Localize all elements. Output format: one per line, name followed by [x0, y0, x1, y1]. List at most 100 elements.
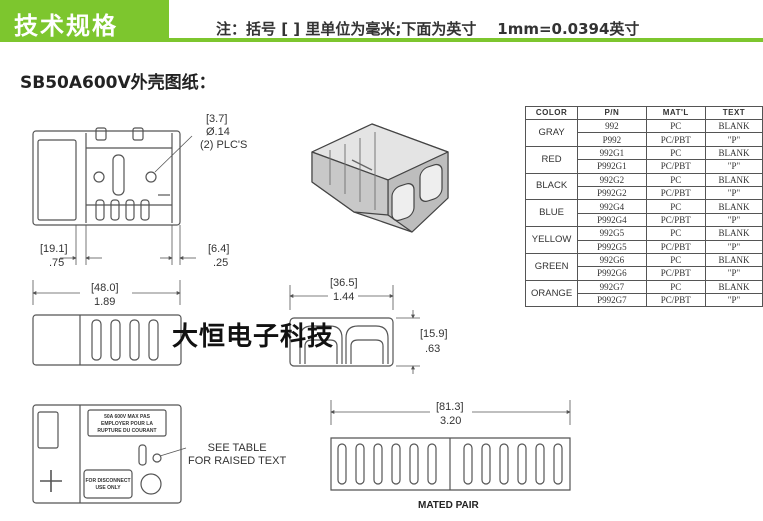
- material-cell: PC: [645, 199, 706, 214]
- housing-disconnect-1: FOR DISCONNECT: [86, 478, 131, 484]
- text-cell: "P": [704, 266, 763, 281]
- pn-cell: P992G5: [577, 239, 647, 254]
- see-table-line2: FOR RAISED TEXT: [188, 455, 287, 467]
- pn-cell: 992G2: [577, 172, 647, 187]
- top-view-drawing: [32, 127, 181, 226]
- material-cell: PC: [645, 118, 706, 134]
- page-header: 技术规格 注：括号 [ ] 里单位为毫米;下面为英寸 1mm=0.0394英寸: [0, 0, 763, 46]
- front-view-drawing: [289, 317, 394, 367]
- material-cell: PC: [645, 145, 706, 161]
- pn-cell: 992G6: [577, 252, 647, 268]
- text-cell: BLANK: [704, 279, 763, 295]
- pn-cell: P992G4: [577, 212, 647, 228]
- w2-dim-mm: [6.4]: [208, 243, 229, 255]
- length-dimension-lines: [32, 280, 181, 305]
- color-cell: BLUE: [524, 199, 579, 228]
- front-width-dimension: [289, 285, 394, 310]
- material-cell: PC: [645, 252, 706, 268]
- header-underline: [169, 38, 763, 42]
- watermark: 大恒电子科技: [172, 322, 335, 352]
- text-cell: BLANK: [704, 252, 763, 268]
- housing-text-line3: RUPTURE DU COURANT: [97, 428, 156, 434]
- hole-leader-line: [154, 135, 193, 173]
- color-cell: BLACK: [524, 172, 579, 201]
- text-cell: BLANK: [704, 199, 763, 214]
- header-tab: 技术规格: [0, 0, 169, 42]
- text-cell: BLANK: [704, 145, 763, 161]
- material-cell: PC/PBT: [645, 266, 706, 281]
- unit-note: 注：括号 [ ] 里单位为毫米;下面为英寸 1mm=0.0394英寸: [216, 20, 640, 38]
- material-cell: PC/PBT: [645, 185, 706, 201]
- front-h-dim-in: .63: [425, 343, 440, 355]
- housing-text-line2: EMPLOYER POUR LA: [101, 421, 153, 427]
- header-title: 技术规格: [14, 12, 118, 40]
- text-cell: BLANK: [704, 118, 763, 134]
- pn-cell: 992G1: [577, 145, 647, 161]
- front-w-dim-mm: [36.5]: [330, 277, 358, 289]
- mated-pair-label: MATED PAIR: [418, 500, 479, 511]
- text-cell: BLANK: [704, 172, 763, 187]
- bottom-view-drawing: [32, 404, 182, 504]
- spec-table-header: COLOR P/N MAT'L TEXT: [524, 106, 763, 120]
- text-cell: "P": [704, 159, 763, 174]
- hole-dim-mm: [3.7]: [206, 113, 227, 125]
- front-w-dim-in: 1.44: [333, 291, 354, 303]
- w1-dim-in: .75: [49, 257, 64, 269]
- w2-dim-in: .25: [213, 257, 228, 269]
- see-table-leader: [159, 447, 187, 457]
- len-dim-mm: [48.0]: [91, 282, 119, 294]
- color-cell: ORANGE: [524, 279, 579, 308]
- pn-cell: 992: [577, 118, 647, 134]
- material-cell: PC: [645, 279, 706, 295]
- pn-cell: P992G6: [577, 266, 647, 281]
- color-cell: RED: [524, 145, 579, 174]
- material-cell: PC/PBT: [645, 212, 706, 228]
- mated-dim-mm: [81.3]: [436, 401, 464, 413]
- see-table-note: SEE TABLE FOR RAISED TEXT: [188, 442, 286, 468]
- see-table-line1: SEE TABLE: [207, 442, 267, 454]
- material-cell: PC/PBT: [645, 159, 706, 174]
- color-cell: YELLOW: [524, 226, 579, 254]
- color-cell: GRAY: [524, 119, 579, 147]
- mated-dim-in: 3.20: [440, 415, 461, 427]
- col-color: COLOR: [524, 106, 579, 120]
- front-h-dim-mm: [15.9]: [420, 328, 448, 340]
- pn-cell: P992G7: [577, 293, 647, 308]
- len-dim-in: 1.89: [94, 296, 115, 308]
- w1-dimension-lines: [60, 225, 102, 265]
- pn-cell: P992: [577, 132, 647, 147]
- front-height-dimension: [396, 310, 420, 374]
- col-text: TEXT: [704, 106, 763, 120]
- drawing-subtitle: SB50A600V外壳图纸：: [20, 73, 216, 93]
- isometric-connector-drawing: [311, 123, 449, 233]
- pn-cell: 992G7: [577, 279, 647, 295]
- hole-count: (2) PLC'S: [200, 139, 247, 151]
- text-cell: BLANK: [704, 226, 763, 241]
- w1-dim-mm: [19.1]: [40, 243, 68, 255]
- material-cell: PC: [645, 172, 706, 187]
- mated-dimension-lines: [330, 400, 571, 425]
- text-cell: "P": [704, 185, 763, 201]
- text-cell: "P": [704, 293, 763, 308]
- pn-cell: 992G4: [577, 199, 647, 214]
- col-pn: P/N: [577, 106, 647, 120]
- housing-disconnect-2: USE ONLY: [95, 485, 121, 491]
- pn-cell: P992G2: [577, 185, 647, 201]
- pn-cell: P992G1: [577, 159, 647, 174]
